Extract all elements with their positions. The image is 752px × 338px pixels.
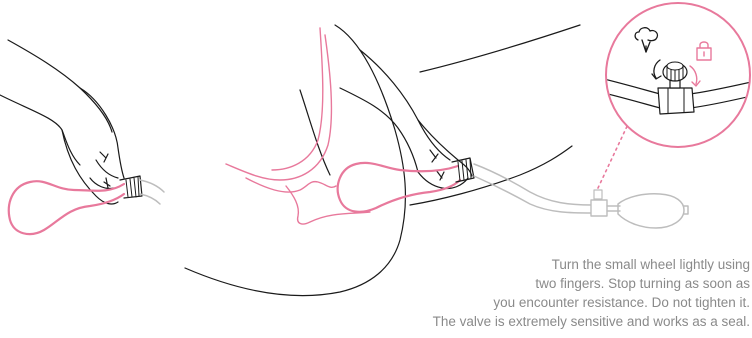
air-tube xyxy=(474,164,592,213)
instruction-text: Turn the small wheel lightly using two f… xyxy=(330,255,750,331)
instruction-line: two fingers. Stop turning as soon as xyxy=(330,274,750,293)
left-hand-illustration xyxy=(0,40,124,204)
anatomy-outline xyxy=(226,28,370,224)
pump-bulb xyxy=(618,194,688,228)
valve-small xyxy=(591,190,620,216)
valve-detail-callout xyxy=(600,3,752,147)
instruction-line: The valve is extremely sensitive and wor… xyxy=(330,312,750,331)
instruction-line: Turn the small wheel lightly using xyxy=(330,255,750,274)
instruction-line: you encounter resistance. Do not tighten… xyxy=(330,293,750,312)
callout-leader-line xyxy=(598,120,630,188)
